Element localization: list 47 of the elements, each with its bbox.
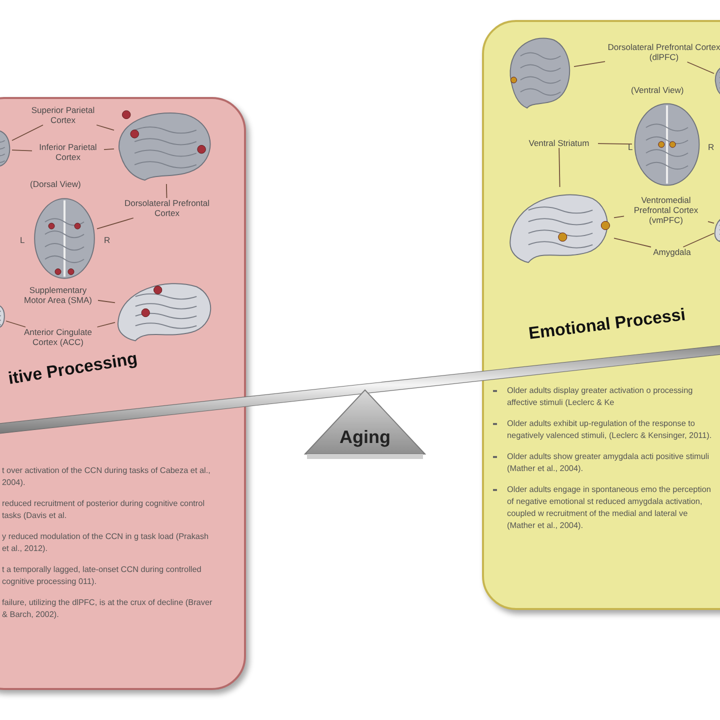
region-label: Superior Parietal Cortex	[22, 105, 104, 125]
leader-line	[574, 61, 606, 68]
leader-line	[96, 218, 134, 230]
region-label: Dorsolateral Prefrontal Cortex	[122, 198, 212, 218]
leader-line	[682, 232, 714, 248]
bullet-text: failure, utilizing the dlPFC, is at the crux of decline (Braver & Barch, 2002).	[2, 597, 214, 621]
view-label: L	[20, 235, 25, 245]
leader-line	[166, 184, 168, 198]
leader-line	[598, 143, 632, 144]
view-label: (Ventral View)	[631, 85, 684, 95]
leader-line	[708, 221, 714, 224]
view-label: L	[628, 142, 633, 152]
leader-line	[96, 322, 116, 328]
leader-line	[98, 300, 116, 304]
leader-line	[686, 62, 714, 74]
brain-drawing	[632, 102, 702, 187]
panel-title: itive Processing	[6, 348, 139, 389]
bullet-text: Older adults exhibit up-regulation of the response to negatively valenced stimuli, (Leclerc & Kensinger, 2011).	[507, 418, 712, 442]
bullet-text: t a temporally lagged, late-onset CCN during controlled cognitive processing 011).	[2, 564, 202, 588]
region-label: Supplementary Motor Area (SMA)	[18, 285, 98, 305]
region-label: Amygdala	[644, 247, 700, 257]
bullet-text: Older adults show greater amygdala acti positive stimuli (Mather et al., 2004).	[507, 451, 710, 475]
view-label: (Dorsal View)	[30, 179, 81, 189]
leader-line	[96, 124, 114, 131]
panel	[0, 97, 246, 690]
leader-line	[614, 238, 652, 248]
leader-line	[12, 150, 32, 152]
panel-title: Emotional Processi	[528, 304, 687, 344]
brain-drawing	[32, 197, 97, 280]
view-label: R	[708, 142, 714, 152]
leader-line	[614, 216, 624, 218]
view-label: R	[104, 235, 110, 245]
panel	[482, 20, 720, 610]
bullet-text: Older adults engage in spontaneous emo the perception of negative emotional st reduced amygdala activation, coupled w recruitment of the medial and lateral ve (Mather et al., 2004).	[507, 484, 712, 532]
bullet-text: reduced recruitment of posterior during cognitive control tasks (Davis et al.	[2, 498, 206, 522]
region-label: Ventromedial Prefrontal Cortex (vmPFC)	[624, 195, 708, 225]
leader-line	[12, 124, 44, 141]
bullet-text: t over activation of the CCN during tasks of Cabeza et al., 2004).	[2, 465, 212, 489]
region-label: Dorsolateral Prefrontal Cortex (dlPFC)	[605, 42, 720, 62]
leader-line	[104, 148, 114, 150]
leader-line	[558, 148, 560, 188]
region-label: Anterior Cingulate Cortex (ACC)	[12, 327, 104, 347]
leader-line	[6, 320, 26, 328]
bullet-text: Older adults display greater activation o processing affective stimuli (Leclerc & Ke	[507, 385, 694, 409]
bullet-text: y reduced modulation of the CCN in g task load (Prakash et al., 2012).	[2, 531, 210, 555]
region-label: Inferior Parietal Cortex	[32, 142, 104, 162]
region-label: Ventral Striatum	[520, 138, 598, 148]
